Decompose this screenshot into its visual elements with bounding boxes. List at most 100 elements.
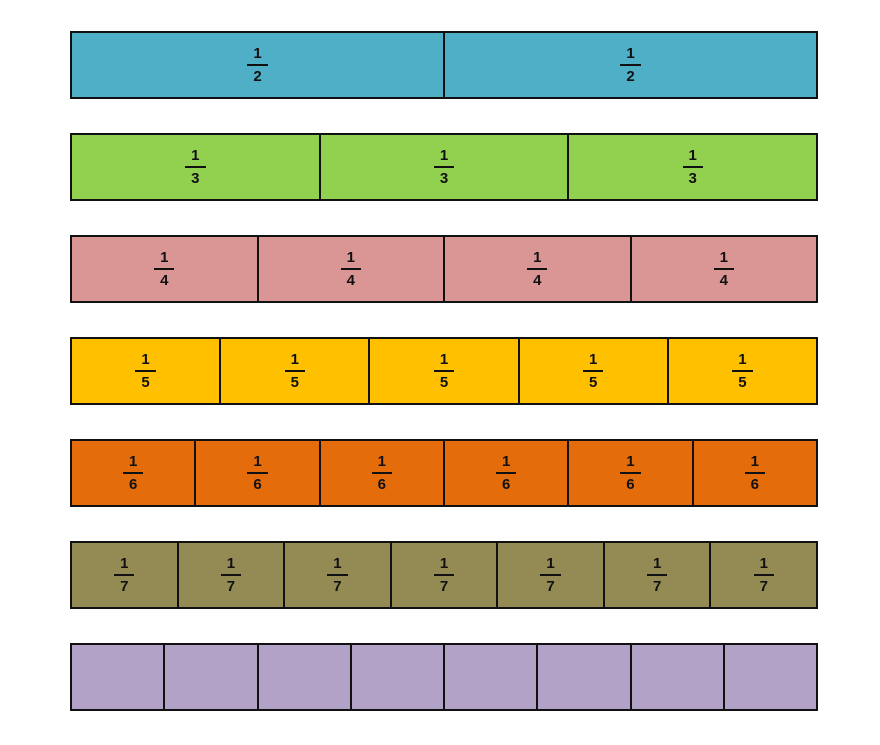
fraction-numerator: 1: [620, 46, 641, 66]
fraction-denominator: 7: [333, 578, 342, 595]
fraction-numerator: 1: [284, 352, 305, 372]
fraction-numerator: 1: [682, 148, 703, 168]
fraction-numerator: 1: [713, 250, 734, 270]
fraction-numerator: 1: [540, 556, 561, 576]
fraction-cell: [165, 645, 259, 709]
fraction-numerator: 1: [732, 352, 753, 372]
fraction-numerator: 1: [583, 352, 604, 372]
fraction-numerator: 1: [433, 556, 455, 576]
fraction-numerator: 1: [135, 352, 156, 372]
fraction-numerator: 1: [185, 148, 206, 168]
fraction-denominator: 5: [439, 374, 449, 391]
fraction-numerator: 1: [371, 454, 392, 474]
fraction-denominator: 2: [626, 68, 635, 85]
fraction-cell: [259, 645, 352, 709]
fraction-denominator: 6: [626, 476, 635, 493]
fraction-denominator: 5: [589, 374, 598, 391]
fraction-numerator: 1: [647, 556, 668, 576]
fraction-cell: [632, 645, 725, 709]
fraction-numerator: 1: [154, 250, 175, 270]
fraction-numerator: 1: [220, 556, 242, 576]
fraction-numerator: 1: [527, 250, 548, 270]
fraction-denominator: 7: [120, 578, 129, 595]
fraction-numerator: 1: [247, 46, 268, 66]
fraction-denominator: 5: [290, 374, 299, 391]
fraction-denominator: 7: [759, 578, 768, 595]
fraction-denominator: 3: [191, 170, 200, 187]
fraction-numerator: 1: [433, 148, 455, 168]
fraction-denominator: 3: [439, 170, 449, 187]
fraction-cell: [445, 645, 539, 709]
fraction-cell: [72, 645, 166, 709]
fraction-denominator: 3: [688, 170, 697, 187]
fraction-denominator: 7: [546, 578, 555, 595]
fraction-denominator: 6: [377, 476, 386, 493]
fraction-numerator: 1: [620, 454, 641, 474]
fraction-denominator: 6: [128, 476, 138, 493]
fraction-numerator: 1: [247, 454, 268, 474]
fraction-denominator: 7: [439, 578, 449, 595]
fraction-cell: [352, 645, 445, 709]
fraction-denominator: 2: [253, 68, 262, 85]
fraction-denominator: 4: [719, 272, 728, 289]
fraction-denominator: 7: [226, 578, 236, 595]
fraction-numerator: 1: [340, 250, 361, 270]
fraction-numerator: 1: [327, 556, 348, 576]
fraction-numerator: 1: [122, 454, 144, 474]
fraction-cell: [538, 645, 632, 709]
fraction-denominator: 4: [346, 272, 355, 289]
fraction-numerator: 1: [495, 454, 517, 474]
fraction-denominator: 5: [738, 374, 747, 391]
fraction-cell: [725, 645, 816, 709]
